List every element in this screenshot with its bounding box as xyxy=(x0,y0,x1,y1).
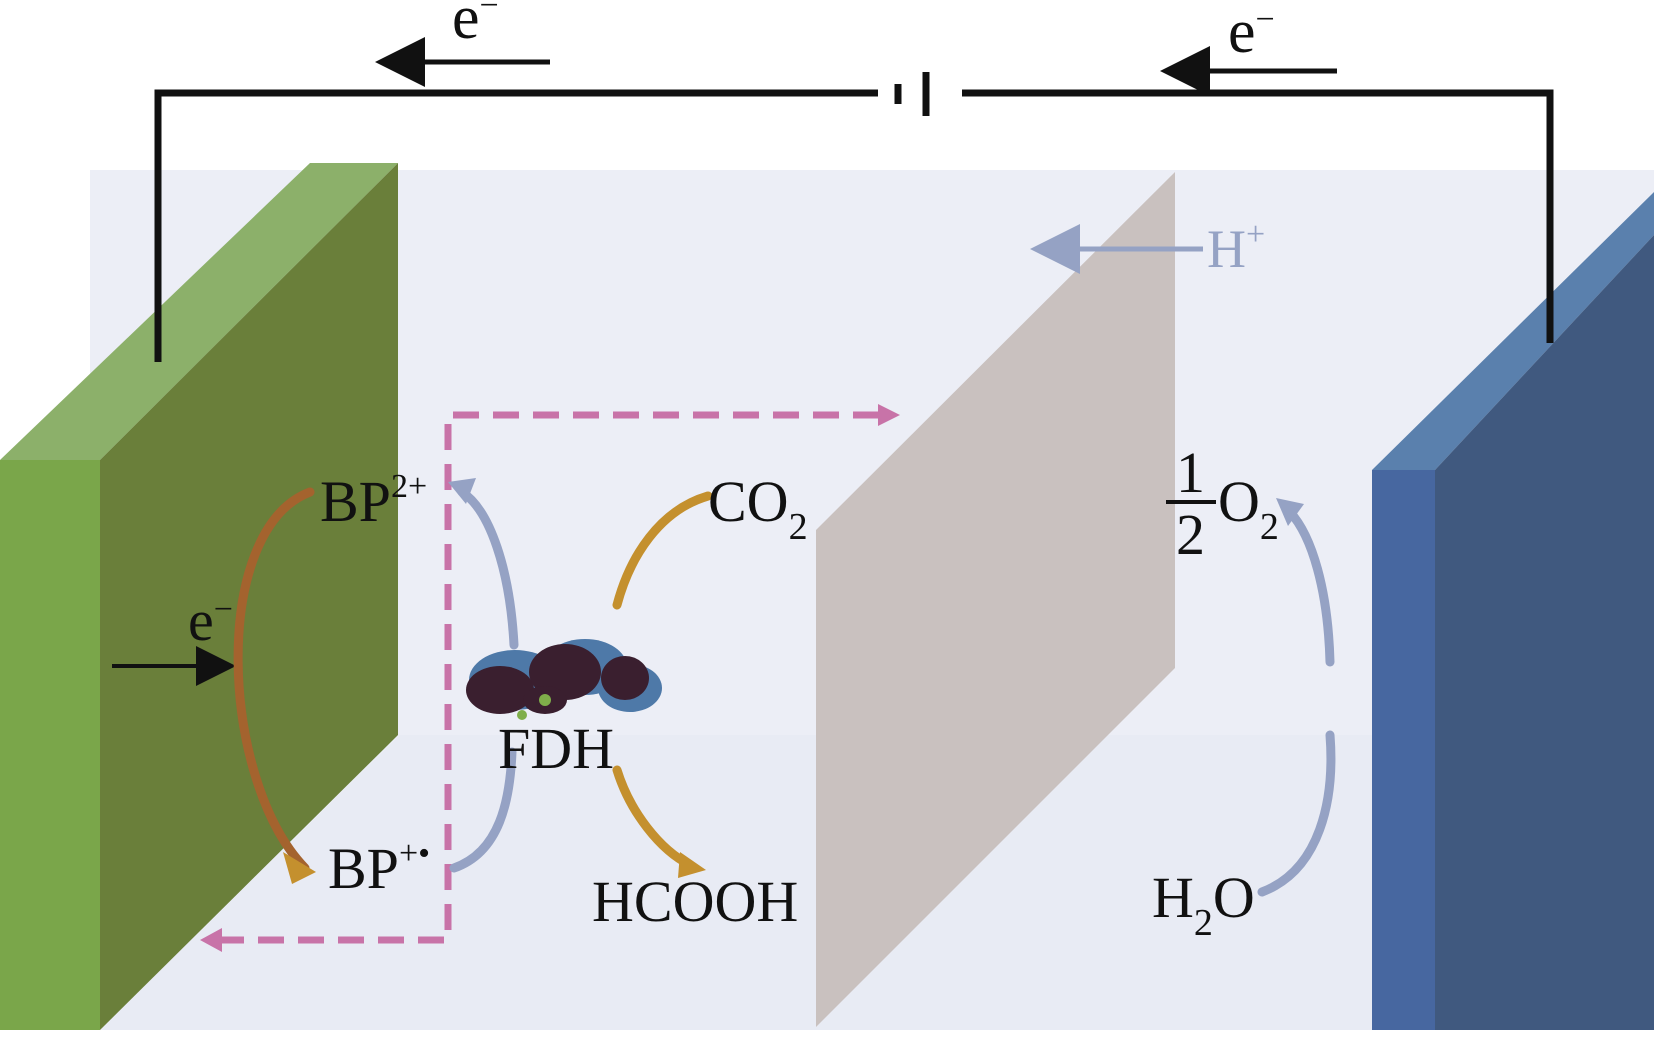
label-o2: O2 xyxy=(1218,469,1279,548)
dashed-transfer-path xyxy=(218,411,880,944)
dashed-path-arrowhead-right xyxy=(878,404,900,426)
fdh-enzyme-icon xyxy=(466,639,662,720)
enzyme-to-bp-oxidized-arrowhead xyxy=(448,478,476,504)
wire-right xyxy=(962,89,1554,343)
mediator-reduction-arc xyxy=(233,487,315,873)
cathode-front xyxy=(100,163,398,1030)
label-h2o: H2O xyxy=(1152,865,1255,944)
label-half-numerator: 1 xyxy=(1176,440,1205,505)
water-oxidation-arrowhead xyxy=(1276,498,1304,526)
label-co2: CO2 xyxy=(708,469,808,548)
electron-label-left: e− xyxy=(452,0,499,52)
cathode-side xyxy=(0,460,100,1030)
co2-uptake-arc xyxy=(612,491,713,610)
enzyme-to-bp-oxidized-arc xyxy=(457,487,519,650)
water-oxidation-arc-upper xyxy=(1285,507,1335,667)
dashed-path-arrowhead-left xyxy=(200,928,222,952)
anode-top xyxy=(1372,192,1654,470)
bp-reduced-to-enzyme-arc xyxy=(449,747,517,873)
label-fdh: FDH xyxy=(498,716,614,781)
water-oxidation-arc-lower xyxy=(1257,730,1336,897)
anode-front xyxy=(1435,235,1654,1030)
cathode-top xyxy=(0,163,398,460)
hcooh-release-arrowhead xyxy=(678,852,706,878)
label-hcooh: HCOOH xyxy=(592,869,798,934)
anode-side xyxy=(1372,470,1435,1030)
wire-left xyxy=(154,89,878,362)
membrane xyxy=(816,172,1175,1027)
mediator-reduction-arrowhead xyxy=(283,852,316,884)
label-bp-reduced: BP+• xyxy=(328,835,430,901)
label-bp-oxidized: BP2+ xyxy=(320,468,427,534)
electron-label-electrode: e− xyxy=(188,588,233,653)
label-half-denominator: 2 xyxy=(1176,502,1205,567)
label-proton: H+ xyxy=(1207,216,1265,279)
electron-label-right: e− xyxy=(1228,0,1275,66)
